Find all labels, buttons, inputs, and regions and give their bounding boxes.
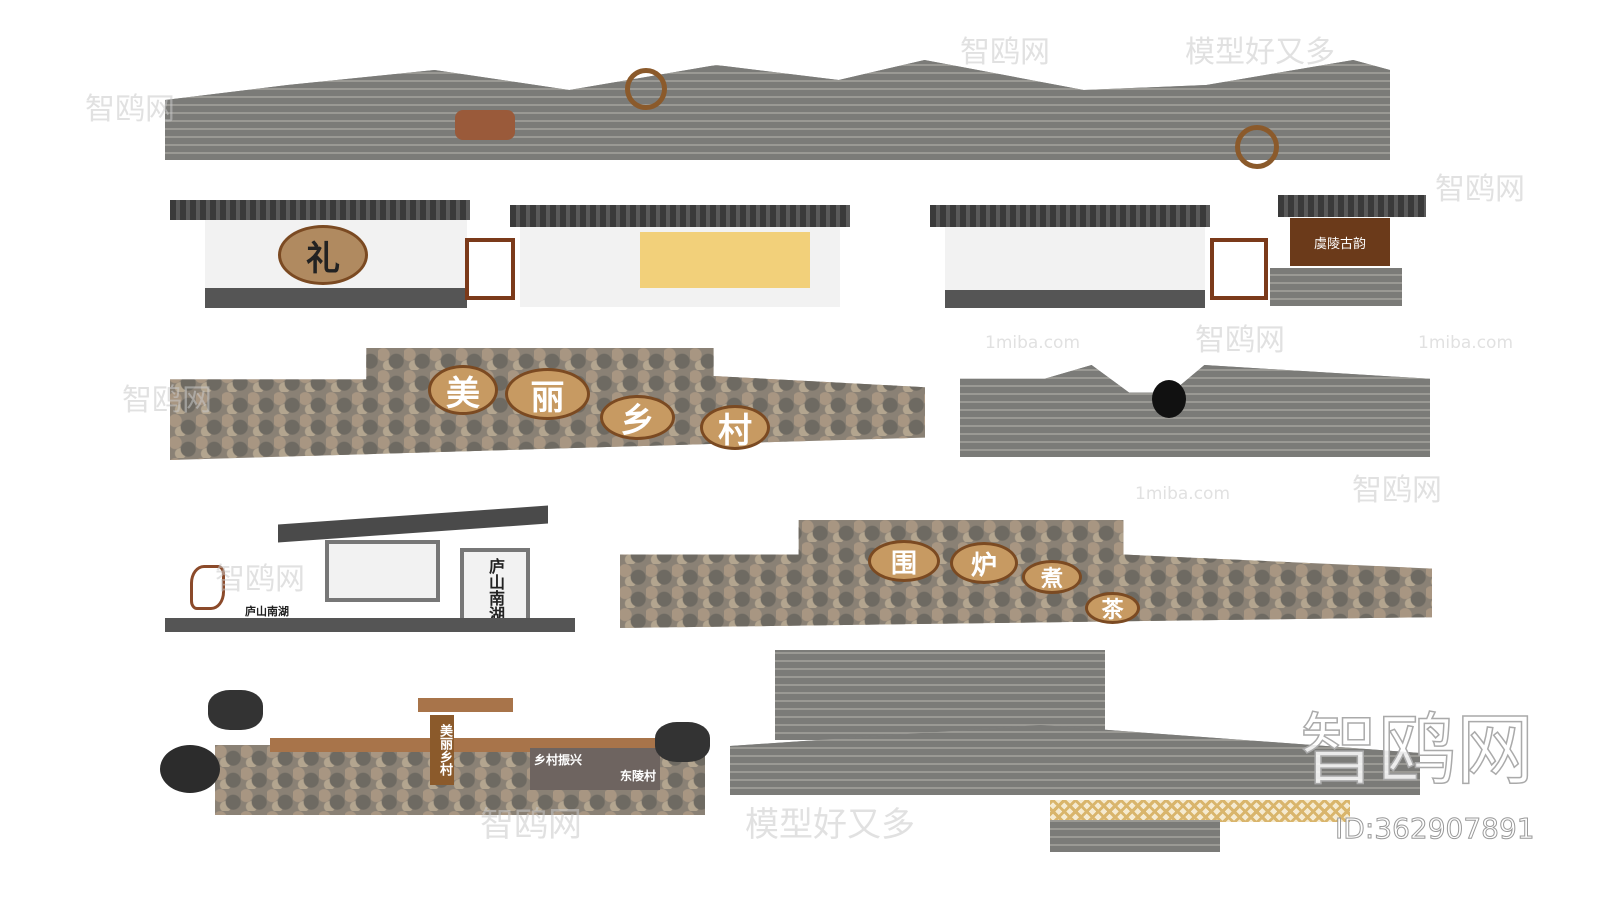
vertical-sign: 美丽乡村 bbox=[430, 715, 454, 785]
watermark-brand: 智鸥网 bbox=[1195, 323, 1285, 358]
watermark-id: ID:362907891 bbox=[1335, 812, 1536, 845]
watermark-brand: 智鸥网 bbox=[1435, 172, 1525, 207]
gate-base bbox=[1270, 268, 1402, 306]
slogan-panel: 乡村振兴 东陵村 bbox=[530, 748, 660, 790]
char-disc: 丽 bbox=[505, 368, 590, 420]
gate-sign: 虞陵古韵 bbox=[1290, 218, 1390, 266]
small-label: 庐山南湖 bbox=[245, 605, 289, 618]
watermark-brand: 智鸥网 bbox=[1352, 473, 1442, 508]
cart-decoration bbox=[455, 110, 515, 140]
wheel-icon bbox=[625, 68, 667, 110]
char-disc: 茶 bbox=[1085, 592, 1140, 624]
wall-base bbox=[945, 290, 1205, 308]
li-emblem: 礼 bbox=[278, 225, 368, 285]
pot bbox=[655, 722, 710, 762]
watermark-brand: 智鸥网 bbox=[122, 383, 212, 418]
watermark-brand: 智鸥网 bbox=[960, 35, 1050, 70]
path-stones bbox=[1050, 820, 1220, 852]
wall-roof bbox=[170, 200, 470, 220]
watermark-site: 1miba.com bbox=[985, 333, 1081, 353]
round-window bbox=[1152, 380, 1186, 418]
char-disc: 美 bbox=[428, 365, 498, 415]
wall-stone-grey bbox=[960, 365, 1430, 457]
wheel-icon bbox=[1235, 125, 1279, 169]
char-disc: 煮 bbox=[1022, 560, 1082, 594]
char-disc: 炉 bbox=[950, 542, 1018, 584]
char-disc: 围 bbox=[868, 540, 940, 582]
wall-white bbox=[945, 227, 1205, 292]
slogan-line-2: 东陵村 bbox=[619, 769, 656, 783]
watermark-slogan: 模型好又多 bbox=[745, 805, 915, 845]
lattice-window bbox=[465, 238, 515, 300]
lattice-window bbox=[1210, 238, 1268, 300]
figure-sculpture bbox=[190, 565, 225, 610]
watermark-brand: 智鸥网 bbox=[480, 805, 582, 845]
pot bbox=[160, 745, 220, 793]
wall-base bbox=[205, 288, 467, 308]
wall-roof bbox=[510, 205, 850, 227]
char-disc: 乡 bbox=[600, 395, 675, 441]
scroll-panel bbox=[640, 232, 810, 288]
watermark-site: 1miba.com bbox=[1135, 484, 1231, 504]
base-platform bbox=[165, 618, 575, 632]
watermark-brand: 智鸥网 bbox=[85, 92, 175, 127]
wooden-fence bbox=[1050, 800, 1350, 822]
slogan-line-1: 乡村振兴 bbox=[534, 753, 583, 767]
watermark-brand: 智鸥网 bbox=[215, 562, 305, 597]
pot bbox=[208, 690, 263, 730]
arch-roof bbox=[278, 505, 548, 543]
wall-roof bbox=[930, 205, 1210, 227]
gate-roof bbox=[1278, 195, 1426, 217]
wood-beam bbox=[418, 698, 513, 712]
watermark-slogan: 模型好又多 bbox=[1185, 35, 1335, 70]
wall-stone-long bbox=[165, 60, 1390, 160]
char-disc: 村 bbox=[700, 405, 770, 451]
pillars bbox=[775, 650, 1105, 740]
watermark-site: 1miba.com bbox=[1418, 333, 1514, 353]
watermark-brand-large: 智鸥网 bbox=[1299, 706, 1535, 796]
mountain-panel bbox=[325, 540, 440, 602]
